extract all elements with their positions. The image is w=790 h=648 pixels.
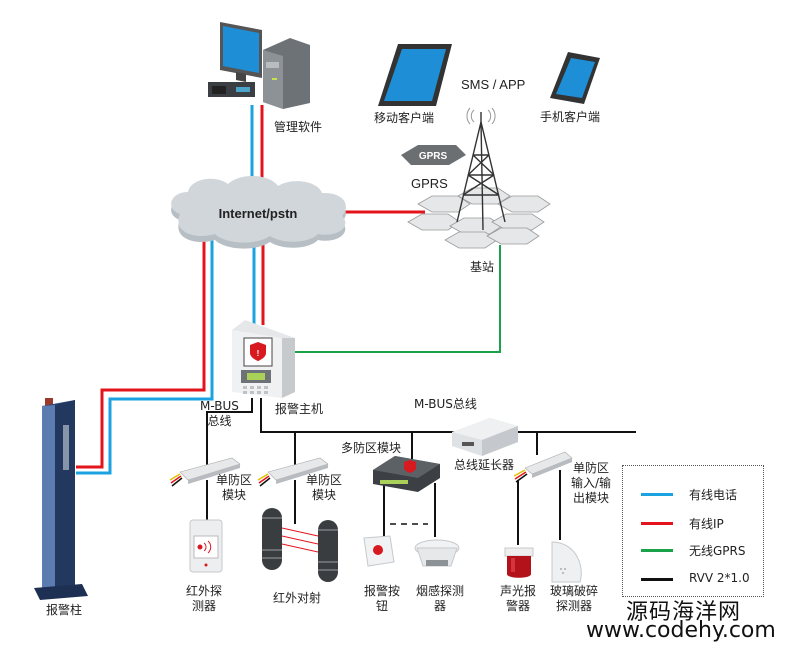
smartphone-icon	[550, 52, 600, 104]
legend-label-rvv: RVV 2*1.0	[689, 571, 750, 585]
label-base-station: 基站	[470, 260, 495, 274]
label-single-zone-io-module: 单防区 输入/输 出模块	[571, 461, 612, 505]
alarm-pillar-icon	[34, 398, 88, 600]
ir-detector-icon	[189, 519, 223, 573]
label-ir-detector: 红外探 测器	[186, 584, 223, 613]
internet-cloud-icon: Internet/pstn	[171, 175, 346, 249]
single-zone-io-module-icon	[513, 451, 573, 483]
internet-label: Internet/pstn	[219, 206, 298, 221]
ir-beam-icon	[262, 508, 338, 582]
label-alarm-button: 报警按 钮	[364, 584, 401, 613]
label-multi-zone-module: 多防区模块	[341, 441, 402, 455]
alarm-host-icon: !	[232, 320, 295, 398]
label-smoke-detector: 烟感探测 器	[416, 584, 465, 613]
line-gprs-basestation-host	[293, 245, 501, 353]
label-sms-app: SMS / APP	[461, 77, 526, 92]
gprs-badge-text: GPRS	[419, 151, 448, 162]
base-station-icon	[407, 107, 551, 249]
legend-label-phone: 有线电话	[689, 488, 738, 502]
bus-extender-icon	[452, 418, 518, 456]
line-rvv-host-left	[206, 398, 253, 465]
legend-label-gprs: 无线GPRS	[689, 544, 746, 558]
multi-zone-module-icon	[373, 456, 440, 492]
tablet-icon	[378, 44, 452, 106]
smoke-detector-icon	[414, 539, 460, 567]
single-zone-module-2-icon	[257, 457, 329, 487]
legend-label-ip: 有线IP	[689, 517, 724, 531]
label-phone-client: 手机客户端	[540, 110, 601, 124]
legend-item-gprs: 无线GPRS	[623, 540, 763, 560]
label-alarm-host: 报警主机	[275, 402, 324, 416]
single-zone-module-1-icon	[169, 457, 241, 487]
watermark-url: www.codehy.com	[586, 618, 776, 643]
legend-item-ip: 有线IP	[623, 513, 763, 533]
label-strobe-siren: 声光报 警器	[500, 584, 537, 613]
label-single-zone-module-1: 单防区 模块	[216, 473, 253, 502]
label-bus-extender: 总线延长器	[454, 458, 515, 472]
legend-swatch-gprs	[641, 549, 673, 552]
label-gprs: GPRS	[411, 176, 448, 191]
label-mbus-left: M-BUS 总线	[200, 399, 239, 428]
glass-break-detector-icon	[551, 541, 582, 583]
line-phone-cloud-pillar	[76, 240, 214, 475]
legend: 有线电话 有线IP 无线GPRS RVV 2*1.0	[622, 465, 764, 597]
legend-swatch-ip	[641, 522, 673, 525]
line-ip-cloud-pillar	[76, 240, 206, 469]
label-ir-beam: 红外对射	[273, 591, 322, 605]
watermark-title: 源码海洋网	[626, 600, 742, 625]
label-mbus-bus: M-BUS总线	[414, 397, 477, 411]
legend-swatch-rvv	[641, 578, 673, 581]
label-mobile-client: 移动客户端	[374, 111, 435, 125]
label-glass-break-detector: 玻璃破碎 探测器	[550, 584, 599, 613]
connections	[76, 105, 636, 545]
legend-item-rvv: RVV 2*1.0	[623, 569, 763, 589]
alarm-button-icon	[363, 535, 395, 567]
gprs-badge: GPRS	[401, 145, 466, 165]
label-management-software: 管理软件	[274, 120, 323, 134]
svg-text:!: !	[257, 349, 260, 358]
legend-swatch-phone	[641, 493, 673, 496]
label-alarm-pillar: 报警柱	[46, 603, 83, 617]
label-single-zone-module-2: 单防区 模块	[306, 473, 343, 502]
legend-item-phone: 有线电话	[623, 484, 763, 504]
computer-icon	[208, 22, 310, 109]
strobe-siren-icon	[504, 547, 534, 578]
